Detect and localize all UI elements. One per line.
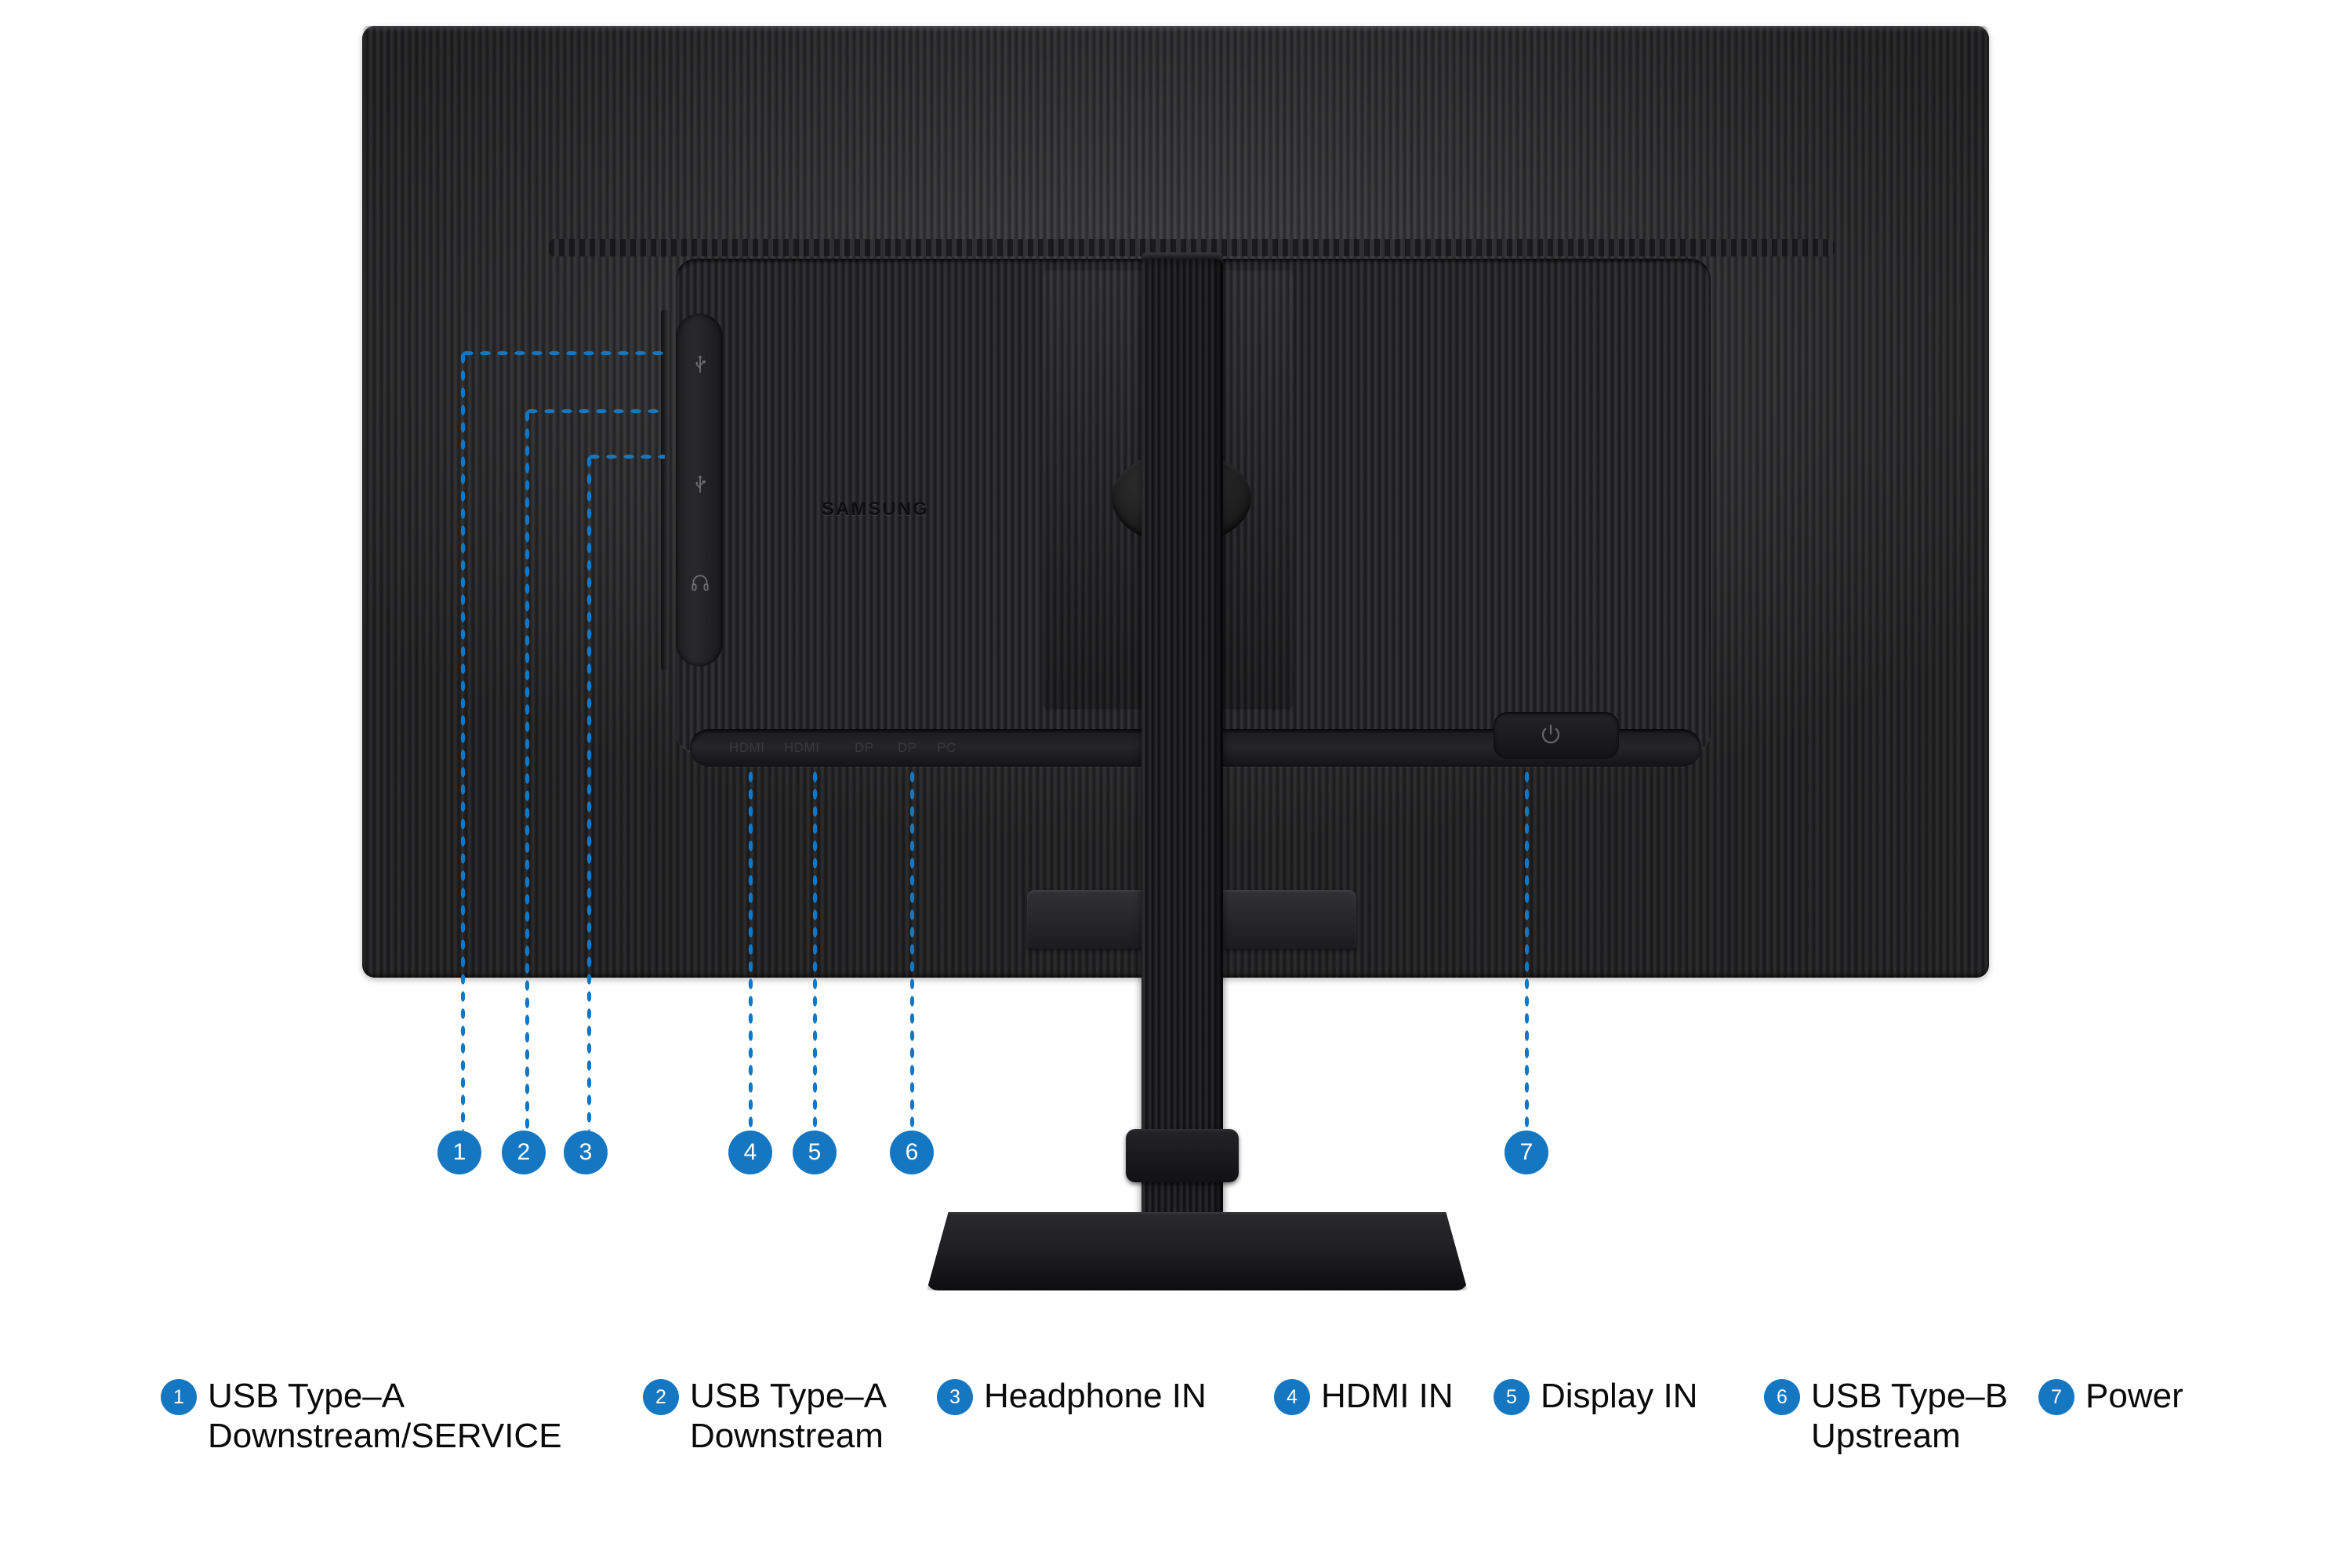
port-label-displayport: DP xyxy=(855,740,874,755)
legend-item-6: 6 USB Type–B Upstream xyxy=(1764,1376,2008,1457)
usb-icon xyxy=(690,474,710,495)
callout-badge-1: 1 xyxy=(437,1131,481,1174)
legend-label-7: Power xyxy=(2085,1377,2183,1415)
side-panel-groove xyxy=(661,310,668,670)
legend-label-1: USB Type–A Downstream/SERVICE xyxy=(208,1377,562,1456)
callout-badge-6: 6 xyxy=(890,1131,934,1174)
monitor-rear-illustration: HDMI HDMI DP DP PC SAMSUNG xyxy=(362,26,1989,1290)
legend-badge-5: 5 xyxy=(1494,1379,1530,1415)
legend-item-2: 2 USB Type–A Downstream xyxy=(643,1376,887,1457)
legend-badge-4: 4 xyxy=(1274,1379,1310,1415)
port-label-usb-upstream: PC xyxy=(937,740,956,755)
callout-badge-4: 4 xyxy=(728,1131,772,1174)
legend-badge-2: 2 xyxy=(643,1379,679,1415)
port-label-hdmi: HDMI xyxy=(729,740,765,755)
legend-item-7: 7 Power xyxy=(2038,1376,2183,1416)
side-io-strip xyxy=(676,314,723,666)
legend-badge-7: 7 xyxy=(2038,1379,2074,1415)
legend-item-5: 5 Display IN xyxy=(1494,1376,1698,1416)
legend-label-5: Display IN xyxy=(1541,1377,1698,1415)
legend-label-3: Headphone IN xyxy=(984,1377,1207,1415)
vent-strip xyxy=(549,239,1835,256)
cable-management-clip xyxy=(1126,1129,1239,1182)
stand-column xyxy=(1142,259,1223,1258)
power-icon xyxy=(1539,723,1563,746)
power-socket xyxy=(1494,712,1619,759)
legend-label-2: USB Type–A Downstream xyxy=(690,1377,887,1456)
callout-badge-3: 3 xyxy=(564,1131,608,1174)
callout-badge-7: 7 xyxy=(1504,1131,1548,1174)
headphone-icon xyxy=(690,572,710,593)
callout-badge-2: 2 xyxy=(502,1131,546,1174)
legend-item-1: 1 USB Type–A Downstream/SERVICE xyxy=(161,1376,562,1457)
legend-badge-6: 6 xyxy=(1764,1379,1800,1415)
legend-badge-3: 3 xyxy=(937,1379,973,1415)
legend-label-4: HDMI IN xyxy=(1321,1377,1454,1415)
legend: 1 USB Type–A Downstream/SERVICE 2 USB Type–… xyxy=(0,1376,2352,1568)
legend-label-6: USB Type–B Upstream xyxy=(1811,1377,2009,1456)
port-label-displayport-2: DP xyxy=(898,740,917,755)
legend-badge-1: 1 xyxy=(161,1379,197,1415)
samsung-wordmark: SAMSUNG xyxy=(822,499,929,520)
stand-base xyxy=(927,1212,1468,1290)
legend-item-4: 4 HDMI IN xyxy=(1274,1376,1454,1416)
callout-badge-5: 5 xyxy=(793,1131,837,1174)
legend-item-3: 3 Headphone IN xyxy=(937,1376,1207,1416)
usb-icon xyxy=(690,354,710,375)
port-label-hdmi-2: HDMI xyxy=(784,740,820,755)
